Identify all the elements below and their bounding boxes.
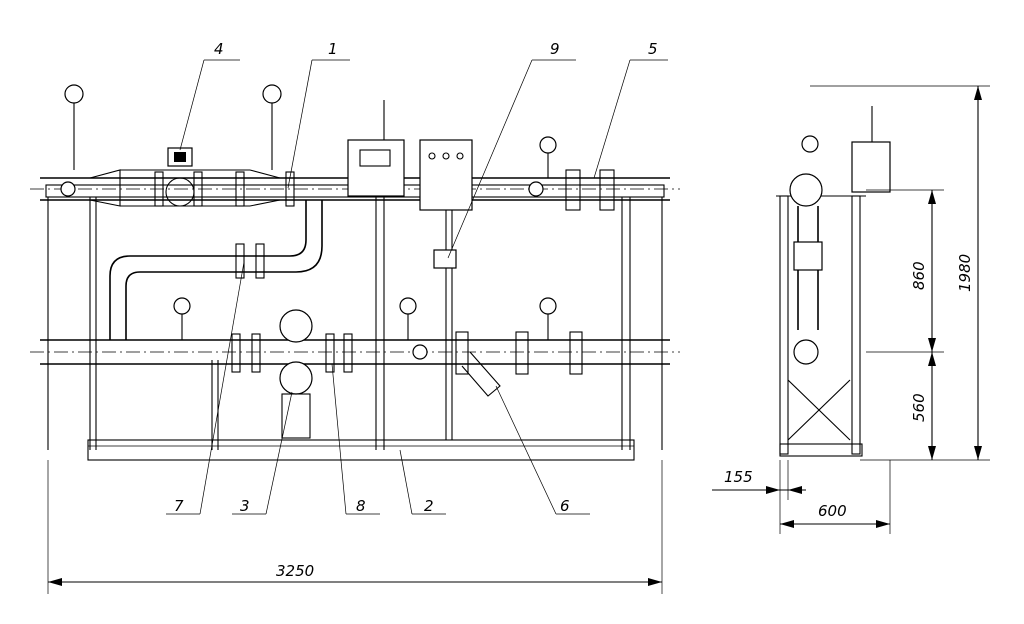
leader-lines [166,59,668,515]
callout-2: 2 [424,497,434,515]
callout-7: 7 [174,497,184,515]
callout-1: 1 [328,40,338,58]
callout-9: 9 [550,40,560,58]
side-view [776,106,891,457]
control-cabinets [347,100,473,440]
bypass-pipe [109,200,323,340]
dimension-upper-height: 860 [910,261,928,290]
lower-pipeline [30,309,680,439]
support-frame [45,184,665,461]
pressure-gauges [64,84,557,340]
dimension-total-height: 1980 [956,254,974,292]
front-view [30,84,680,461]
dimension-lower-height: 560 [910,393,928,422]
dimension-depth: 600 [818,502,847,520]
dimension-total-width: 3250 [276,562,314,580]
dimension-lines [47,85,990,594]
callout-4: 4 [214,40,224,58]
callout-3: 3 [240,497,250,515]
callout-6: 6 [560,497,570,515]
callout-5: 5 [648,40,658,58]
dimension-offset: 155 [724,468,753,486]
callout-8: 8 [356,497,366,515]
